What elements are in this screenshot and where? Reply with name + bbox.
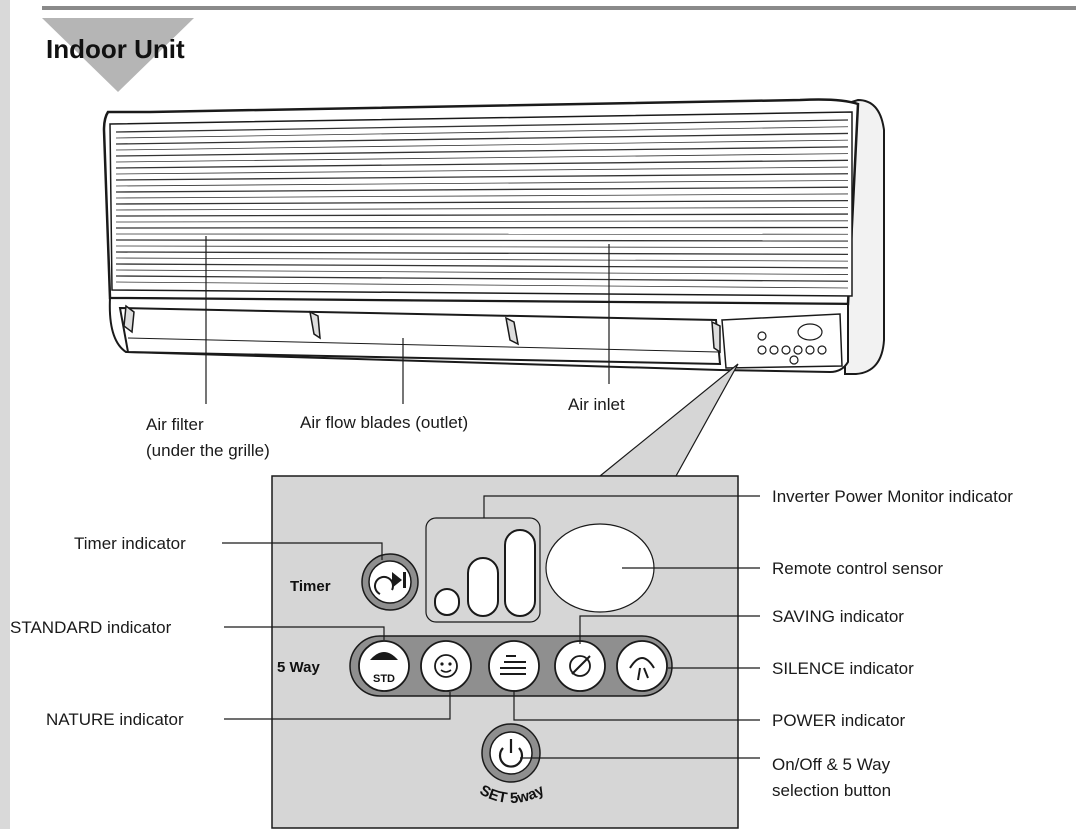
header-triangle	[42, 18, 194, 92]
power-indicator-label: POWER indicator	[772, 711, 906, 730]
grille-line	[115, 132, 849, 145]
air-flow-blade	[118, 306, 722, 366]
power-button-icon[interactable]	[481, 723, 541, 783]
grille-line	[115, 180, 849, 187]
inverter-box	[425, 517, 541, 623]
blade-edge	[127, 337, 719, 353]
panel-leaders	[222, 495, 760, 759]
zoom-wedge	[598, 363, 739, 477]
air-flow-blades-label: Air flow blades (outlet)	[300, 413, 468, 432]
nature-leader	[224, 692, 451, 720]
ac-unit	[102, 98, 885, 375]
saving-indicator-label: SAVING indicator	[772, 607, 904, 626]
control-panel-zoom: Timer 5 Way STD	[271, 363, 739, 829]
grille-line	[115, 199, 849, 205]
grille-line	[115, 275, 849, 282]
grille-line	[115, 173, 849, 181]
saving-leader	[579, 615, 760, 644]
grille-line	[115, 139, 849, 151]
grille-line	[115, 251, 849, 256]
timer-leader	[222, 542, 383, 560]
power-leader	[513, 690, 760, 721]
vane-2	[308, 310, 321, 340]
grille-line	[115, 213, 849, 217]
grille-line	[115, 281, 849, 289]
grille-line	[115, 166, 849, 175]
vane-4	[711, 320, 721, 354]
inverter-bar-2	[467, 557, 499, 617]
top-rule	[42, 6, 1076, 10]
grille-line	[115, 159, 849, 169]
grille-line	[115, 193, 849, 199]
front-grille	[109, 111, 853, 297]
mini-buttons	[757, 345, 827, 365]
grille-line	[115, 126, 849, 139]
five-way-panel-label: 5 Way	[277, 659, 320, 676]
inverter-bar-1	[434, 588, 460, 616]
inverter-indicator-label: Inverter Power Monitor indicator	[772, 487, 1013, 506]
nature-indicator-label: NATURE indicator	[46, 710, 184, 729]
grille-line	[115, 119, 849, 133]
air-filter-sublabel: (under the grille)	[146, 441, 270, 460]
air-filter-label: Air filter	[146, 415, 204, 434]
standard-indicator-label: STANDARD indicator	[10, 618, 172, 637]
mini-panel	[721, 313, 843, 369]
mini-indicator	[757, 331, 767, 341]
page-title: Indoor Unit	[46, 34, 185, 64]
grille-lines	[115, 119, 849, 289]
onoff-button-label: On/Off & 5 Way	[772, 755, 891, 774]
inverter-leader	[483, 495, 760, 518]
mini-sensor	[797, 323, 823, 341]
timer-indicator-label: Timer indicator	[74, 534, 186, 553]
nature-icon	[420, 640, 472, 692]
timer-panel-label: Timer	[290, 578, 331, 595]
grille-line	[115, 206, 849, 211]
vane-1	[123, 304, 135, 334]
vane-3	[504, 316, 520, 346]
left-margin-bar	[0, 0, 10, 829]
grille-line	[115, 263, 849, 269]
grille-line	[115, 245, 849, 249]
std-icon-text: STD	[373, 673, 395, 685]
inverter-bar-3	[504, 529, 536, 617]
silence-indicator-label: SILENCE indicator	[772, 659, 914, 678]
grille-line	[115, 257, 849, 262]
saving-icon	[554, 640, 606, 692]
grille-line	[115, 153, 849, 163]
grille-line	[115, 239, 849, 242]
air-inlet-label: Air inlet	[568, 395, 625, 414]
grille-line	[115, 146, 849, 157]
std-icon: STD	[358, 640, 410, 692]
grille-line	[115, 186, 849, 193]
grille-line	[115, 269, 849, 275]
silence-icon	[616, 640, 668, 692]
standard-leader	[224, 626, 385, 640]
timer-icon	[361, 553, 419, 611]
power-mode-icon	[488, 640, 540, 692]
grille-line	[115, 220, 849, 223]
remote-sensor-label: Remote control sensor	[772, 559, 943, 578]
onoff-button-sublabel: selection button	[772, 781, 891, 800]
